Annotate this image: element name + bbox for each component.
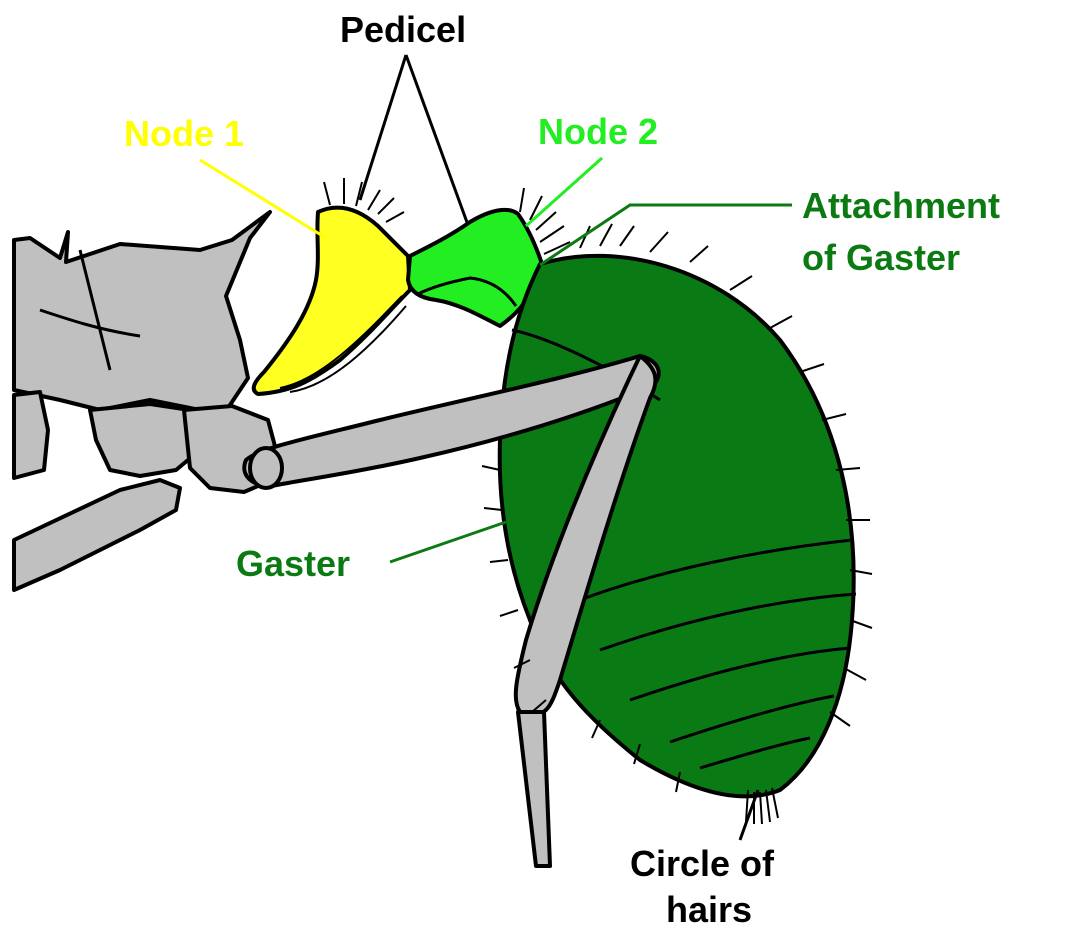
node-1 [254, 208, 410, 394]
label-attachment-line1: Attachment [802, 185, 1000, 226]
label-node-1: Node 1 [124, 113, 244, 154]
front-leg [14, 480, 180, 590]
hind-leg-tarsus [518, 712, 550, 866]
label-gaster: Gaster [236, 543, 350, 584]
label-node-2: Node 2 [538, 111, 658, 152]
pedicel-leader-right [406, 55, 468, 225]
pedicel-leader-left [360, 55, 406, 200]
gaster [500, 256, 856, 796]
node-2-leader [526, 158, 602, 226]
label-pedicel: Pedicel [340, 9, 466, 50]
label-attachment-line2: of Gaster [802, 237, 960, 278]
node-1-leader [200, 160, 326, 238]
label-hairs-line1: Circle of [630, 843, 775, 884]
label-hairs-line2: hairs [666, 889, 752, 930]
hind-leg-joint [250, 448, 282, 488]
gaster-leader [390, 522, 506, 562]
thorax [14, 212, 276, 492]
